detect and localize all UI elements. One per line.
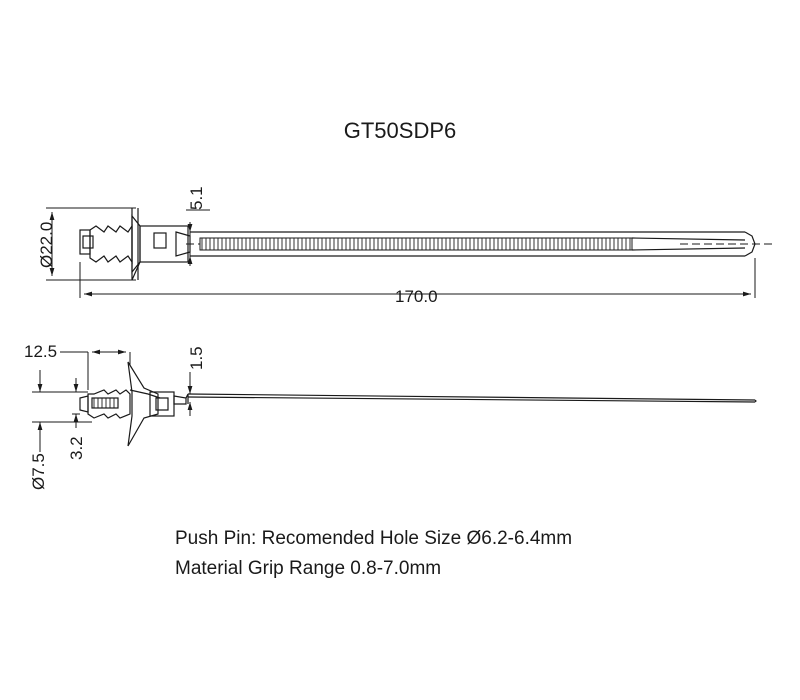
push-pin-side <box>79 389 131 419</box>
dim-head-diameter: Ø22.0 <box>37 222 56 268</box>
dim-pin-diameter: Ø7.5 <box>29 453 48 490</box>
side-view-dimensions <box>32 349 193 452</box>
top-view-dimensions <box>46 207 756 298</box>
push-pin-top <box>79 224 133 264</box>
note-hole-size: Push Pin: Recomended Hole Size Ø6.2-6.4m… <box>175 528 573 549</box>
dim-pin-length: 12.5 <box>24 342 57 361</box>
drawing-title: GT50SDP6 <box>343 118 457 143</box>
tie-strap-top <box>186 231 775 257</box>
locking-head-side <box>149 391 187 417</box>
locking-head-top <box>139 225 191 263</box>
dim-tie-thickness: 1.5 <box>187 346 206 370</box>
dim-pin-step: 3.2 <box>67 436 86 460</box>
tie-strap-side <box>185 393 757 404</box>
side-view <box>79 361 757 447</box>
top-view <box>79 208 775 281</box>
dim-overall-length: 170.0 <box>395 287 438 306</box>
note-grip-range: Material Grip Range 0.8-7.0mm <box>175 558 442 579</box>
dim-head-thickness: 5.1 <box>187 186 206 210</box>
umbrella-head-side <box>127 361 161 447</box>
